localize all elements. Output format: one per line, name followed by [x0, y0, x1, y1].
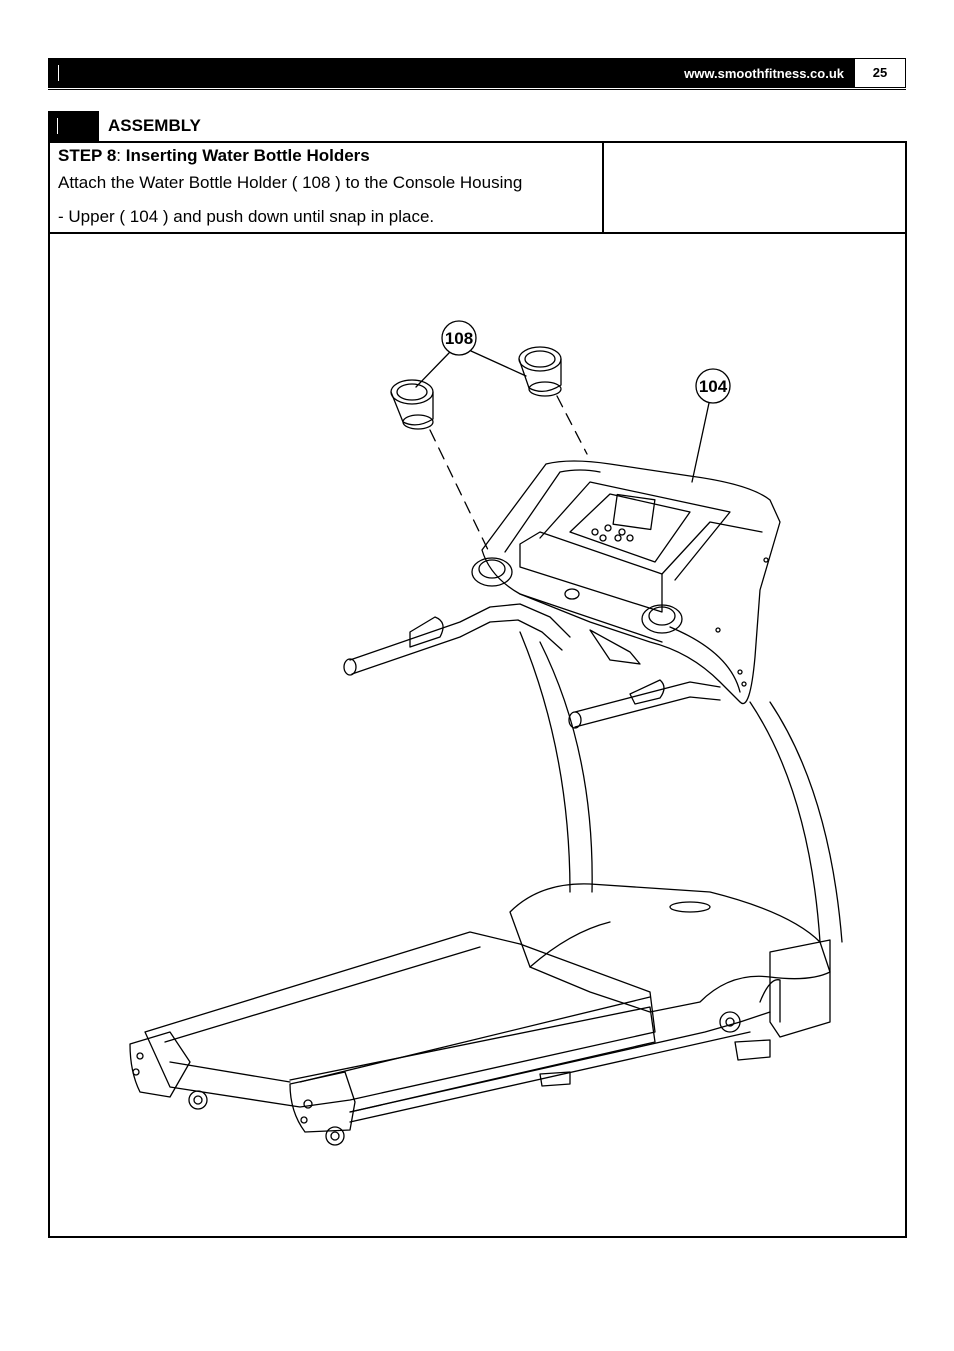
- callout-108-label: 108: [445, 329, 473, 348]
- bottle-holder-right: [518, 346, 562, 397]
- page-number: 25: [854, 59, 905, 87]
- header-underline: [48, 89, 906, 90]
- callout-104-label: 104: [699, 377, 728, 396]
- bottle-holder-left: [390, 379, 434, 430]
- section-tick: [57, 118, 58, 134]
- uprights: [519, 631, 843, 943]
- step-text-line-2: - Upper ( 104 ) and push down until snap…: [58, 207, 435, 226]
- section-title: ASSEMBLY: [108, 116, 201, 135]
- step-text-line-1: Attach the Water Bottle Holder ( 108 ) t…: [58, 173, 523, 192]
- handlebars: [343, 603, 741, 729]
- section-marker: [48, 111, 99, 141]
- header-tick: [58, 65, 59, 81]
- callout-108: 108: [415, 320, 527, 388]
- step-instructions-box: STEP 8: Inserting Water Bottle Holders A…: [48, 141, 907, 234]
- running-deck: [129, 931, 831, 1146]
- callout-104: 104: [691, 368, 731, 483]
- header-bar: www.smoothfitness.co.uk 25: [48, 58, 906, 88]
- website-url: www.smoothfitness.co.uk: [684, 66, 844, 81]
- step-title: Inserting Water Bottle Holders: [125, 146, 370, 165]
- step-label: STEP 8: [58, 146, 117, 165]
- motor-hood: [509, 883, 831, 1013]
- step-divider: [602, 143, 604, 232]
- step-separator: :: [116, 146, 126, 165]
- diagram-box: 108 104: [48, 232, 907, 1238]
- console-housing: [471, 460, 781, 705]
- step-heading: STEP 8: Inserting Water Bottle Holders: [58, 146, 370, 166]
- guide-lines: [429, 395, 588, 555]
- treadmill-diagram: 108 104: [129, 320, 843, 1146]
